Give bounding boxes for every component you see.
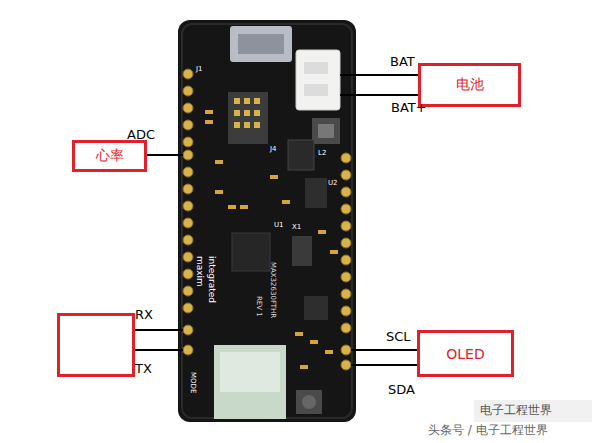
silkscreen-text: MODE — [188, 372, 196, 393]
silkscreen-text: U2 — [328, 180, 338, 188]
silkscreen-text: L2 — [318, 150, 326, 158]
box-label: OLED — [446, 346, 484, 362]
pin-name: TX — [135, 362, 152, 376]
callout-box: 电池 — [418, 63, 521, 107]
pin-name: RX — [135, 308, 153, 322]
pin-name: BAT — [390, 55, 415, 69]
pin-name: ADC — [127, 128, 155, 142]
watermark: 电子工程世界 — [480, 404, 552, 417]
silkscreen-text: maxim — [194, 256, 204, 287]
silkscreen-text: integrated — [206, 256, 216, 303]
silkscreen-text: MAX32630FTHR — [268, 262, 276, 318]
pin-name: BAT+ — [391, 101, 427, 115]
pin-name: SCL — [386, 330, 411, 344]
box-label: 电池 — [456, 76, 484, 94]
silkscreen-text: J1 — [196, 66, 203, 74]
box-label: 心率 — [96, 147, 124, 165]
silkscreen-text: J4 — [270, 146, 277, 154]
callout-box: OLED — [417, 330, 514, 377]
silkscreen-text: U1 — [274, 222, 284, 230]
pin-name: SDA — [388, 383, 415, 397]
silkscreen-text: X1 — [292, 224, 301, 232]
silkscreen-text: REV 1 — [254, 296, 262, 317]
callout-box: 心率 — [72, 140, 147, 172]
watermark: 头条号 / 电子工程世界 — [428, 424, 548, 437]
